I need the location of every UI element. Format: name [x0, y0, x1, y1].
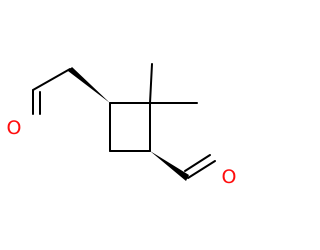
ch2-cho-bond	[32, 68, 71, 91]
carbonyl-bond-2a	[187, 160, 216, 179]
oxygen-atom-left: O	[7, 117, 22, 139]
wedge-bond-ch2	[68, 67, 110, 103]
oxygen-atom-right: O	[222, 166, 237, 188]
wedge-bond-cho	[150, 151, 189, 181]
structure-diagram: O O	[7, 63, 237, 188]
carbonyl-bond-2b	[184, 154, 211, 172]
methyl-bond-1	[149, 63, 153, 104]
